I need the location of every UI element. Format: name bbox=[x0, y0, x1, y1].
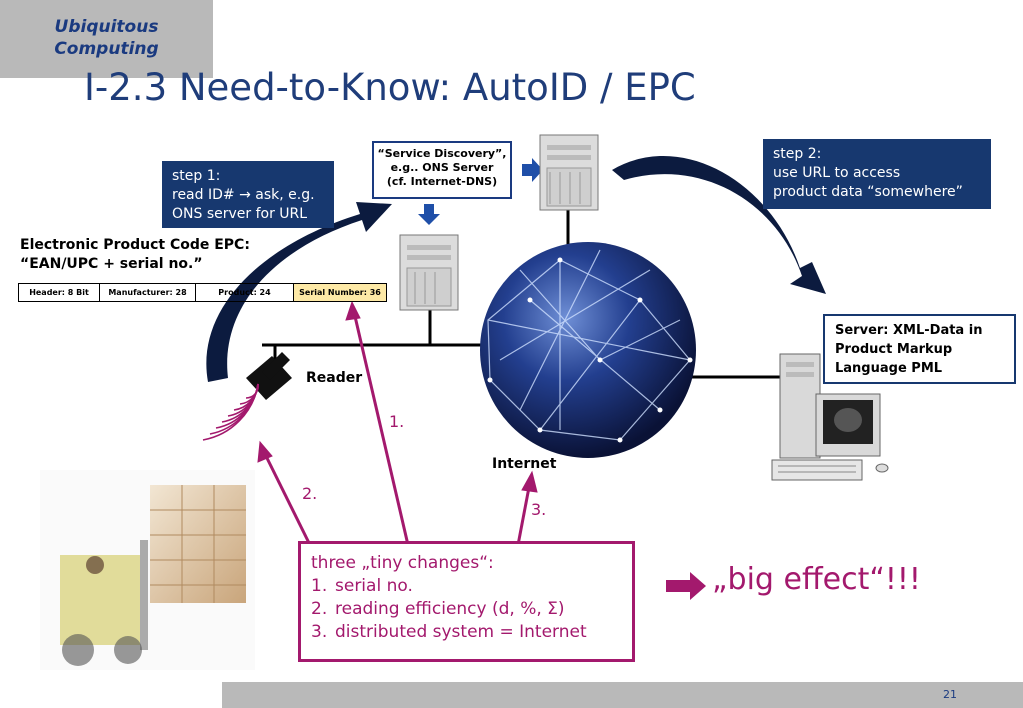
step-number-1: 1. bbox=[389, 412, 405, 431]
step-number-2: 2. bbox=[302, 484, 318, 503]
step2-box: step 2: use URL to access product data “… bbox=[763, 139, 991, 209]
epc-field-product: Product: 24 bbox=[196, 284, 294, 301]
footer-bar bbox=[222, 682, 1023, 708]
step2-line2: use URL to access bbox=[773, 165, 901, 181]
changes-item: 3. distributed system = Internet bbox=[311, 622, 587, 642]
epc-field-serial: Serial Number: 36 bbox=[294, 284, 386, 301]
radio-waves bbox=[202, 383, 259, 441]
tiny-changes-box: three „tiny changes“: 1. serial no. 2. r… bbox=[298, 541, 635, 662]
epc-title-line2: “EAN/UPC + serial no.” bbox=[20, 256, 203, 272]
slide-title: I-2.3 Need-to-Know: AutoID / EPC bbox=[84, 66, 696, 109]
magenta-arrows bbox=[257, 300, 538, 546]
pml-line3: Language PML bbox=[835, 361, 943, 376]
sd-line3: (cf. Internet-DNS) bbox=[386, 175, 498, 188]
pml-line1: Server: XML-Data in bbox=[835, 323, 983, 338]
internet-globe bbox=[480, 242, 696, 458]
forklift-photo bbox=[40, 470, 255, 670]
step2-line1: step 2: bbox=[773, 146, 822, 162]
step1-line2: read ID# → ask, e.g. bbox=[172, 187, 315, 203]
step1-line3: ONS server for URL bbox=[172, 206, 308, 222]
epc-title-line1: Electronic Product Code EPC: bbox=[20, 237, 250, 253]
service-discovery-box: “Service Discovery”, e.g.. ONS Server (c… bbox=[372, 141, 512, 199]
rfid-reader-icon bbox=[246, 352, 292, 400]
step1-box: step 1: read ID# → ask, e.g. ONS server … bbox=[162, 161, 334, 228]
step1-line1: step 1: bbox=[172, 168, 221, 184]
desktop-computer-icon bbox=[771, 353, 889, 481]
epc-title: Electronic Product Code EPC: “EAN/UPC + … bbox=[20, 236, 250, 274]
internet-label: Internet bbox=[492, 456, 557, 472]
big-effect-text: „big effect“!!! bbox=[712, 562, 921, 597]
step-number-3: 3. bbox=[531, 500, 547, 519]
course-title-line2: Computing bbox=[54, 39, 159, 59]
sd-line1: “Service Discovery”, bbox=[377, 147, 507, 160]
server-tower-icon bbox=[539, 134, 599, 211]
reader-label: Reader bbox=[306, 370, 363, 386]
header-panel bbox=[0, 0, 213, 78]
pml-server-box: Server: XML-Data in Product Markup Langu… bbox=[823, 314, 1016, 384]
step2-line3: product data “somewhere” bbox=[773, 184, 963, 200]
page-number: 21 bbox=[943, 688, 957, 701]
course-title-line1: Ubiquitous bbox=[54, 17, 159, 37]
changes-heading: three „tiny changes“: bbox=[311, 553, 494, 573]
sd-line2: e.g.. ONS Server bbox=[390, 161, 494, 174]
discovery-arrows bbox=[418, 158, 543, 225]
epc-field-header: Header: 8 Bit bbox=[19, 284, 100, 301]
step1-curved-arrow bbox=[206, 202, 392, 382]
pml-line2: Product Markup bbox=[835, 342, 953, 357]
changes-item: 2. reading efficiency (d, %, Σ) bbox=[311, 599, 565, 619]
changes-item: 1. serial no. bbox=[311, 576, 413, 596]
ons-server-icon bbox=[399, 234, 459, 311]
step2-curved-arrow bbox=[612, 156, 826, 294]
course-title: Ubiquitous Computing bbox=[0, 16, 213, 60]
epc-fields-table: Header: 8 Bit Manufacturer: 28 Product: … bbox=[18, 283, 387, 302]
big-effect-arrow bbox=[666, 572, 706, 600]
epc-field-manufacturer: Manufacturer: 28 bbox=[100, 284, 196, 301]
